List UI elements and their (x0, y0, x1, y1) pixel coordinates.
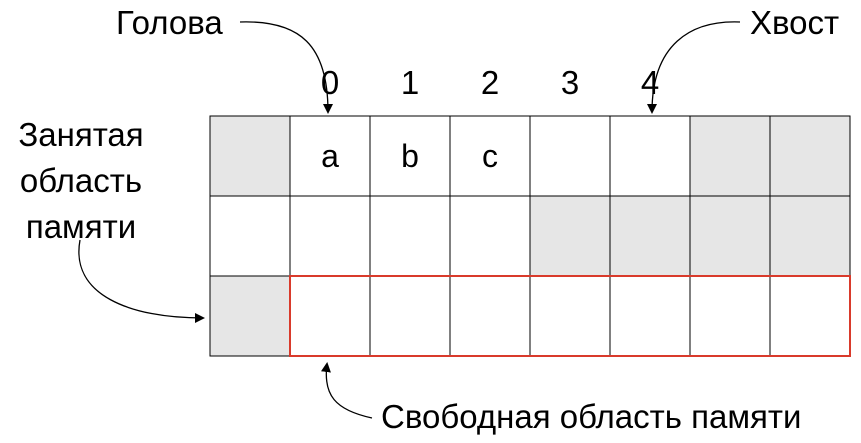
memory-cell-free (369, 195, 451, 277)
memory-cell-free (449, 195, 531, 277)
index-label: 0 (320, 64, 340, 101)
memory-cell-occupied (209, 115, 291, 197)
memory-cell-free (529, 115, 611, 197)
memory-cell-value: b (401, 138, 419, 174)
memory-cell-occupied (209, 275, 291, 357)
memory-cells (209, 115, 851, 357)
head-arrow (239, 21, 333, 114)
memory-cell-value: c (482, 138, 498, 174)
tail-arrow (647, 21, 741, 114)
memory-cell-occupied (769, 115, 851, 197)
occupied-label-line: Занятая (18, 116, 144, 153)
memory-cell-free (369, 275, 451, 357)
memory-cell-occupied (769, 195, 851, 277)
index-label: 4 (640, 64, 660, 101)
memory-cell-free (529, 275, 611, 357)
memory-cell-values: a b c (321, 138, 498, 174)
free-region-highlight (289, 275, 851, 357)
memory-cell-free (769, 275, 851, 357)
index-label: 1 (400, 64, 420, 101)
memory-cell-free (289, 275, 371, 357)
free-arrow (321, 362, 373, 419)
occupied-label-line: памяти (25, 208, 137, 245)
memory-cell-occupied (689, 115, 771, 197)
occupied-label-line: область (19, 162, 143, 199)
memory-cell-free (609, 115, 691, 197)
index-label: 3 (560, 64, 580, 101)
memory-cell-occupied (529, 195, 611, 277)
memory-cell-value: a (321, 138, 339, 174)
free-memory-label: Свободная область памяти (381, 398, 802, 435)
memory-cell-free (689, 275, 771, 357)
index-label: 2 (480, 64, 500, 101)
occupied-memory-label: Занятая область памяти (6, 112, 156, 250)
memory-cell-free (369, 115, 451, 197)
memory-cell-free (449, 115, 531, 197)
memory-cell-free (289, 195, 371, 277)
tail-label: Хвост (750, 4, 840, 41)
memory-cell-free (449, 275, 531, 357)
memory-cell-occupied (609, 195, 691, 277)
memory-cell-free (209, 195, 291, 277)
head-label: Голова (116, 4, 223, 41)
memory-cell-free (289, 115, 371, 197)
occupied-arrow (78, 239, 205, 323)
memory-cell-occupied (689, 195, 771, 277)
memory-cell-free (609, 275, 691, 357)
